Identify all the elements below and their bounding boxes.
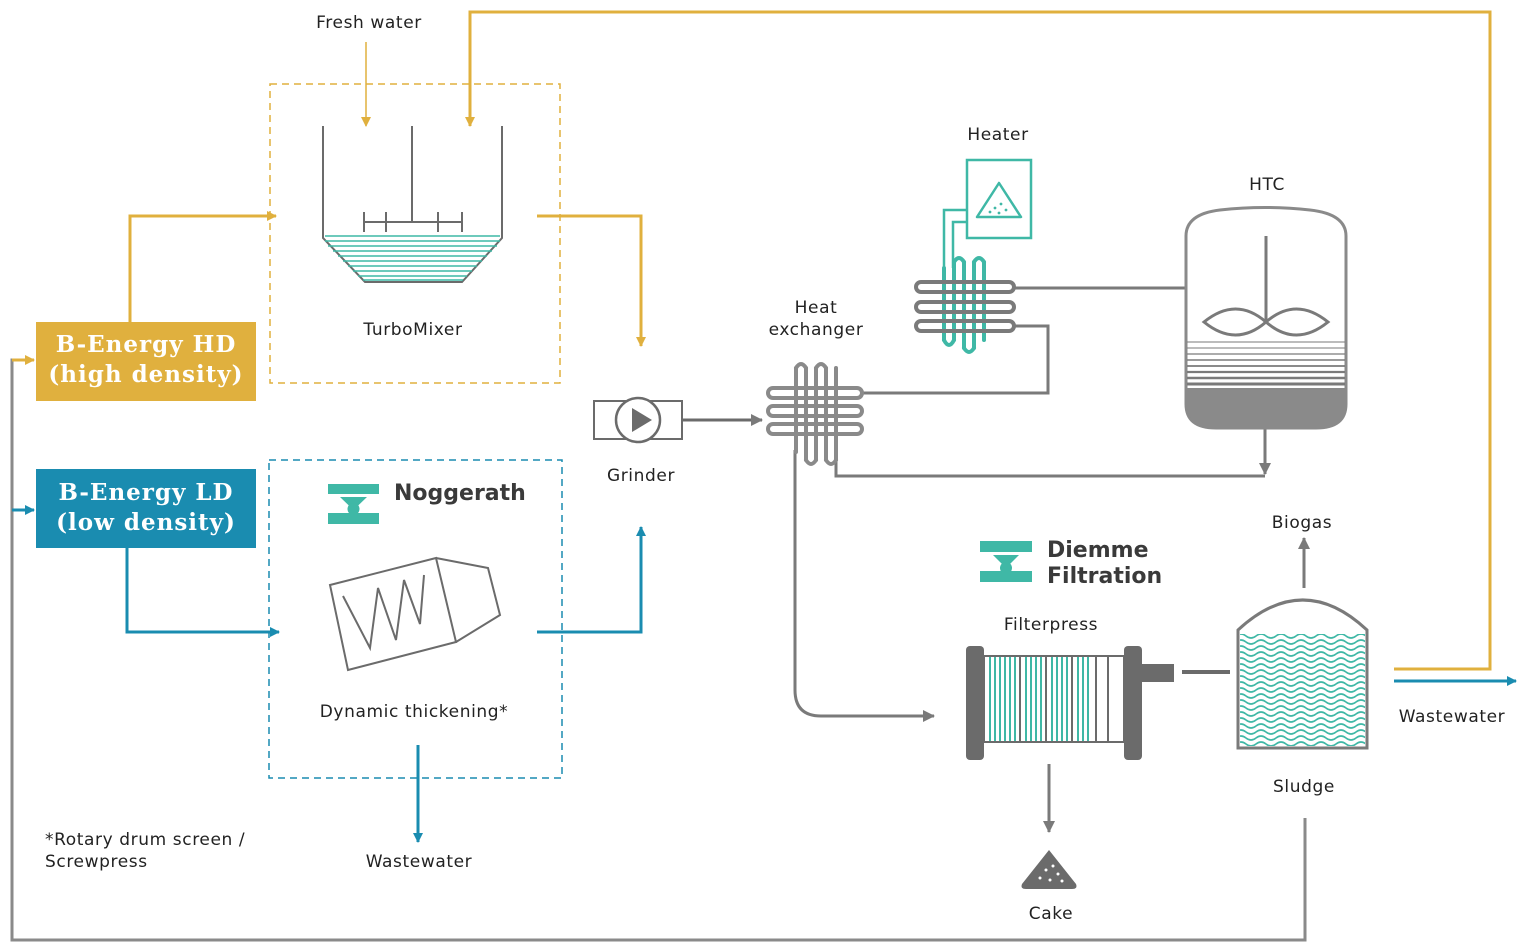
b-energy-hd-box: B-Energy HD (high density)	[36, 322, 256, 401]
sludge-wave-line	[1240, 663, 1365, 669]
sludge-wave-line	[1240, 723, 1365, 729]
sludge-wave-line	[1240, 735, 1365, 741]
hx-to-filterpress-flow	[793, 450, 935, 722]
cake-label: Cake	[1029, 904, 1073, 924]
htc-to-hx-return-flow	[834, 450, 1265, 478]
heater-icon	[914, 158, 1033, 354]
sludge-wave-line	[1240, 657, 1365, 663]
noggerath-logo: Noggerath	[328, 481, 526, 524]
sludge-wave-line	[1240, 675, 1365, 681]
heat-exchanger-label-2: exchanger	[769, 320, 864, 340]
reactor-tank-icon	[1184, 206, 1348, 430]
sludge-wave-line	[1240, 645, 1365, 651]
diemme-brand-text-1: Diemme	[1047, 538, 1149, 563]
hd-title: B-Energy HD	[56, 331, 237, 358]
drum-screen-icon	[328, 556, 502, 672]
sludge-wave-line	[1240, 699, 1365, 705]
turbomixer-group	[269, 83, 561, 384]
dynamic-thickening-label: Dynamic thickening*	[320, 702, 509, 722]
hd-subtitle: (high density)	[48, 361, 243, 388]
cake-pile-icon	[1021, 850, 1077, 889]
grinder-label: Grinder	[607, 466, 675, 486]
biogas-label: Biogas	[1272, 513, 1332, 533]
noggerath-brand-text: Noggerath	[394, 481, 526, 506]
thickening-to-grinder-flow	[537, 526, 646, 634]
sludge-wave-line	[1240, 693, 1365, 699]
return-line-to-hd	[10, 358, 1307, 942]
htc-label: HTC	[1249, 175, 1285, 195]
diemme-logo: Diemme Filtration	[980, 538, 1162, 589]
heat-exchanger-icon	[766, 362, 864, 466]
thickening-group	[268, 459, 563, 779]
sludge-wave-line	[1240, 681, 1365, 687]
sludge-wave-line	[1240, 729, 1365, 735]
sludge-wave-line	[1240, 634, 1365, 639]
sludge-wave-line	[1240, 651, 1365, 657]
sludge-label: Sludge	[1273, 777, 1335, 797]
ld-title: B-Energy LD	[59, 479, 234, 506]
pump-icon	[593, 396, 683, 444]
heater-label: Heater	[967, 125, 1028, 145]
digester-tank-icon	[1236, 598, 1369, 750]
filterpress-icon	[966, 646, 1174, 760]
sludge-wave-line	[1240, 705, 1365, 711]
turbomixer-to-grinder-flow	[537, 214, 646, 347]
footnote-line1: *Rotary drum screen /	[45, 830, 245, 850]
sludge-wave-line	[1240, 639, 1365, 645]
sludge-wave-line	[1240, 741, 1365, 746]
wastewater-right-label: Wastewater	[1399, 707, 1506, 727]
turbomixer-icon	[322, 126, 503, 283]
turbomixer-label: TurboMixer	[362, 320, 462, 340]
filterpress-label: Filterpress	[1004, 615, 1098, 635]
sludge-wave-line	[1240, 711, 1365, 717]
ld-subtitle: (low density)	[56, 509, 236, 536]
hd-to-turbomixer-flow	[128, 211, 277, 322]
sludge-wave-line	[1240, 687, 1365, 693]
sludge-wave-line	[1240, 669, 1365, 675]
hx-to-heater-flow	[862, 324, 1050, 395]
diemme-brand-text-2: Filtration	[1047, 564, 1162, 589]
sludge-wave-line	[1240, 717, 1365, 723]
wastewater-left-label: Wastewater	[366, 852, 473, 872]
heat-exchanger-label-1: Heat	[795, 298, 838, 318]
fresh-water-label: Fresh water	[316, 13, 422, 33]
b-energy-ld-box: B-Energy LD (low density)	[36, 469, 256, 548]
footnote-line2: Screwpress	[45, 852, 148, 872]
ld-to-thickening-flow	[125, 548, 280, 637]
